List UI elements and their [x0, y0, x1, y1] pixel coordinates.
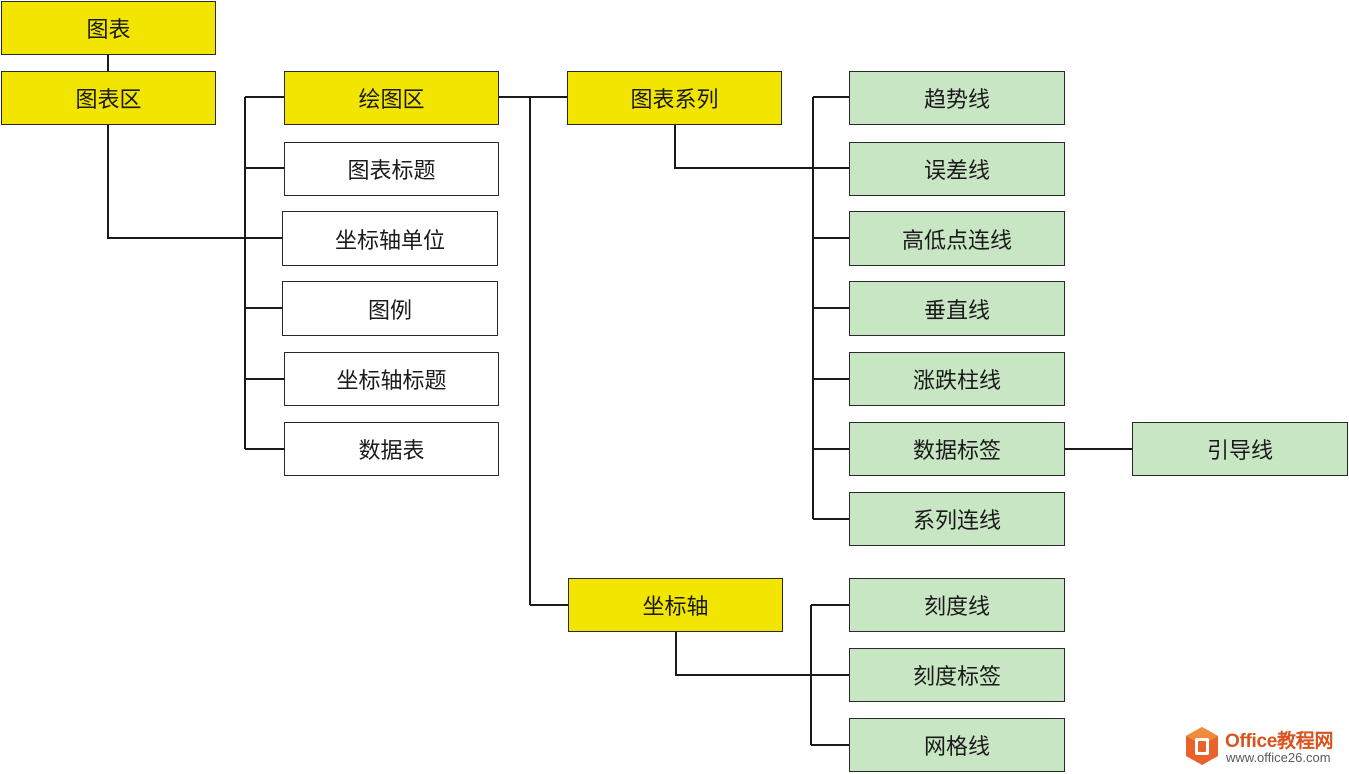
node-up-down-bars: 涨跌柱线 — [849, 352, 1065, 406]
node-axis-unit: 坐标轴单位 — [282, 211, 498, 266]
node-series-lines: 系列连线 — [849, 492, 1065, 546]
office-logo-icon — [1186, 727, 1218, 765]
node-data-labels: 数据标签 — [849, 422, 1065, 476]
node-trendline: 趋势线 — [849, 71, 1065, 125]
node-tick-marks: 刻度线 — [849, 578, 1065, 632]
node-chart-series: 图表系列 — [567, 71, 782, 125]
node-chart: 图表 — [1, 1, 216, 55]
node-legend: 图例 — [282, 281, 498, 336]
node-drop-lines: 垂直线 — [849, 281, 1065, 336]
watermark-url: www.office26.com — [1226, 750, 1331, 765]
node-error-bars: 误差线 — [849, 142, 1065, 196]
node-chart-title: 图表标题 — [284, 142, 499, 196]
node-gridlines: 网格线 — [849, 718, 1065, 772]
watermark: Office教程网 www.office26.com — [1185, 724, 1345, 770]
node-hi-lo-lines: 高低点连线 — [849, 211, 1065, 266]
node-plot-area: 绘图区 — [284, 71, 499, 125]
node-chart-area: 图表区 — [1, 71, 216, 125]
node-axis-title: 坐标轴标题 — [284, 352, 499, 406]
node-tick-labels: 刻度标签 — [849, 648, 1065, 702]
node-data-table: 数据表 — [284, 422, 499, 476]
node-leader-lines: 引导线 — [1132, 422, 1348, 476]
node-axis: 坐标轴 — [568, 578, 783, 632]
watermark-title: Office教程网 — [1225, 731, 1334, 752]
